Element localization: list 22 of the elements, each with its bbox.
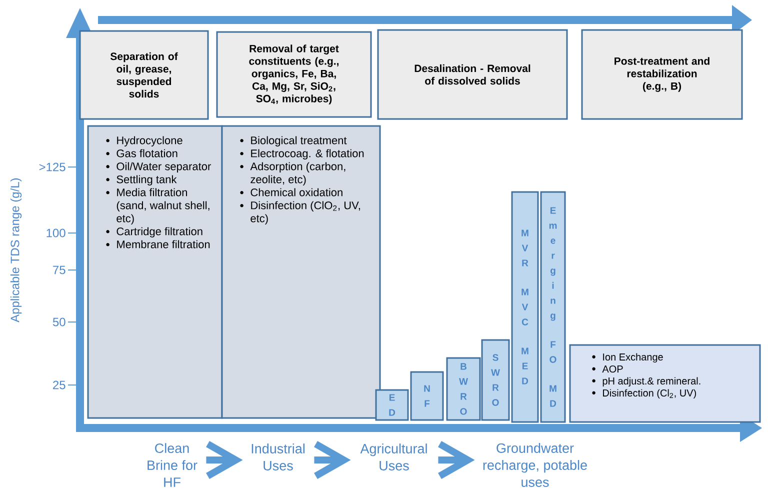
header-box: Post-treatment and restabilization (e.g., B) [581,29,743,120]
process-bar: BWRO [446,357,481,421]
process-bar: Emerging FO MD [540,191,566,423]
tick-label: >125 [39,162,66,172]
axis-title: Applicable TDS range (g/L) [10,178,22,322]
process-bar: SWRO [481,339,510,421]
use-label: Agricultural Uses [360,444,427,470]
tick-label: 25 [53,380,66,390]
process-bar: NF [410,371,444,421]
tick-label: 50 [52,318,66,326]
header-box: Separation of oil, grease, suspended solids [79,30,209,120]
list-box: Hydrocyclone Gas flotation Oil/Water separator Settling tank Media filtration (sand, walnut shell, etc) Cartridge filtration Membrane filtration [87,125,223,419]
header-box: Removal of target constituents (e.g., organics, Fe, Ba, Ca, Mg, Sr, SiO$_{2}$, SO$_{4}$, microbes) [216,31,372,118]
use-label: Groundwater recharge, potable uses [483,443,587,487]
header-box: Desalination - Removal of dissolved solids [377,29,568,120]
process-bar: ED [375,389,409,421]
tick-label: 75 [53,266,66,274]
tick-label: 100 [46,228,66,238]
list-box: Biological treatment Electrocoag. & flotation Adsorption (carbon, zeolite, etc) Chemical oxidation Disinfection (ClO$_{2}$, UV, etc) [221,125,381,419]
use-label: Clean Brine for HF [148,443,198,487]
use-label: Industrial Uses [252,444,304,470]
list-box: Ion Exchange AOP pH adjust.& remineral. Disinfection (Cl$_{2}$, UV) [569,344,761,423]
